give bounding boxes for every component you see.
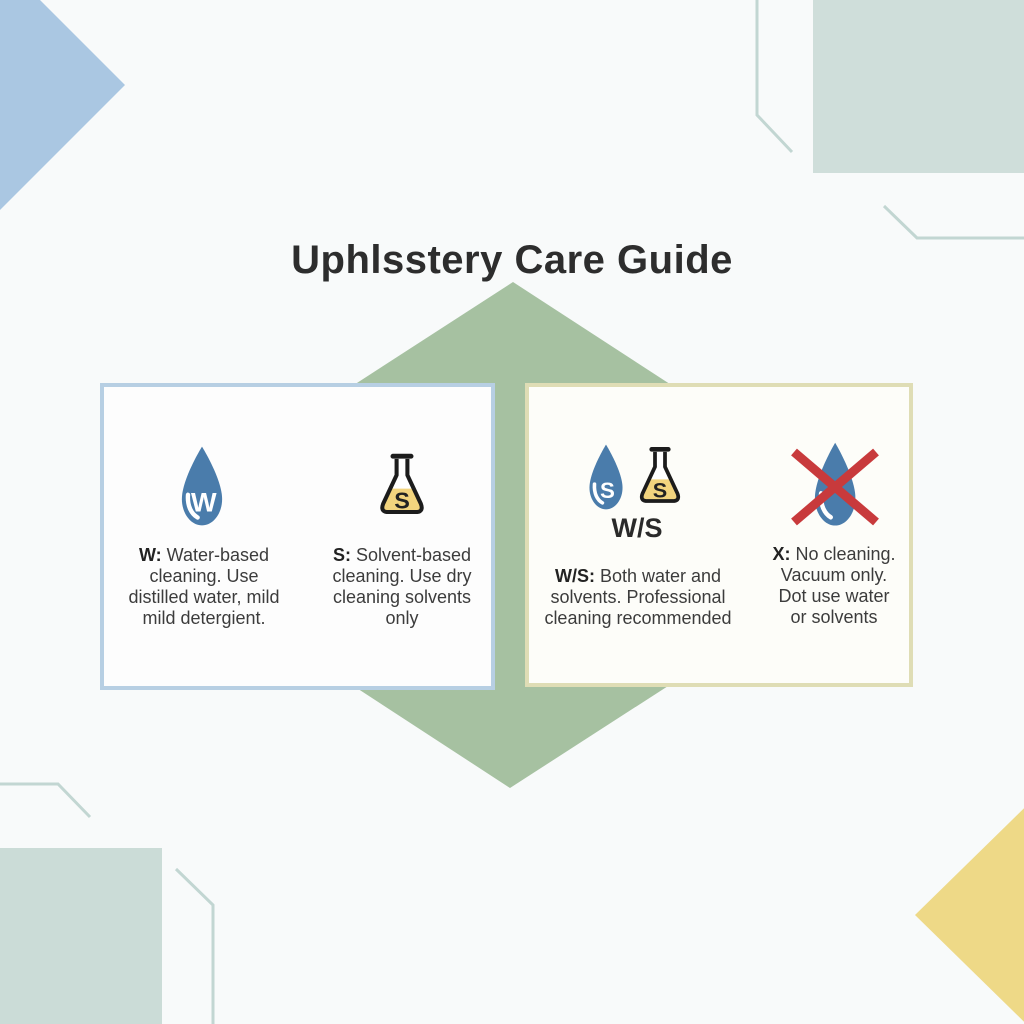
water-solvent-card: W S W:Water-based cleaning. Use distille… bbox=[100, 383, 495, 690]
hexagon-outline-bottom-left-2 bbox=[174, 867, 215, 1024]
hexagon-outline-top-right-2 bbox=[882, 204, 1024, 240]
svg-text:S: S bbox=[600, 478, 615, 503]
svg-text:S: S bbox=[653, 478, 667, 503]
w-code-description: W:Water-based cleaning. Use distilled wa… bbox=[128, 545, 280, 628]
blue-diamond-top-left bbox=[0, 0, 125, 210]
hexagon-outline-bottom-left-1 bbox=[0, 782, 92, 819]
ws-code-description: W/S:Both water and solvents. Professiona… bbox=[544, 566, 732, 628]
yellow-diamond-bottom-right bbox=[915, 808, 1024, 1022]
teal-rectangle-top-right bbox=[813, 0, 1024, 173]
svg-text:W: W bbox=[191, 486, 217, 517]
water-drop-icon: S bbox=[589, 444, 623, 510]
svg-text:S: S bbox=[394, 487, 410, 513]
x-code-description: X:No cleaning. Vacuum only. Dot use wate… bbox=[772, 544, 896, 627]
teal-square-bottom-left bbox=[0, 848, 162, 1024]
s-code-description: S:Solvent-based cleaning. Use dry cleani… bbox=[332, 545, 472, 628]
ws-code-badge: W/S bbox=[611, 513, 663, 543]
hexagon-outline-top-right-1 bbox=[755, 0, 794, 154]
flask-icon: S bbox=[639, 447, 681, 503]
flask-icon: S bbox=[380, 453, 424, 515]
water-drop-icon: W bbox=[181, 446, 223, 526]
crossed-water-drop-icon bbox=[791, 442, 879, 526]
page-title: Uphlsstery Care Guide bbox=[291, 238, 733, 282]
ws-x-card: S S W/S W/S:Both water and solvents. Pro… bbox=[525, 383, 913, 687]
